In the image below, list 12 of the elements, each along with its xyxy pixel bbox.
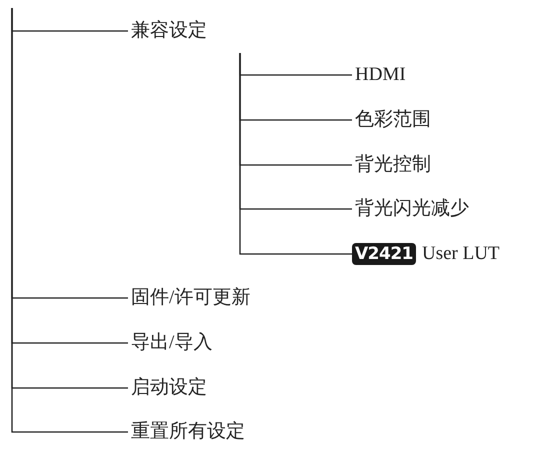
menu-item-label: 兼容设定 [130, 19, 207, 43]
version-badge: V2421 [352, 243, 416, 265]
menu-item-label: HDMI [354, 63, 406, 87]
menu-item-label: 背光控制 [354, 153, 431, 177]
menu-item-label: 色彩范围 [354, 108, 431, 132]
menu-item-label: 导出/导入 [130, 331, 212, 355]
menu-item-label: 固件/许可更新 [130, 286, 250, 310]
tree-connector [239, 53, 352, 255]
menu-item-label: 背光闪光减少 [354, 197, 469, 221]
menu-item-label: User LUT [422, 242, 500, 266]
menu-item-label: 重置所有设定 [130, 420, 245, 444]
menu-item-label: 启动设定 [130, 376, 207, 400]
